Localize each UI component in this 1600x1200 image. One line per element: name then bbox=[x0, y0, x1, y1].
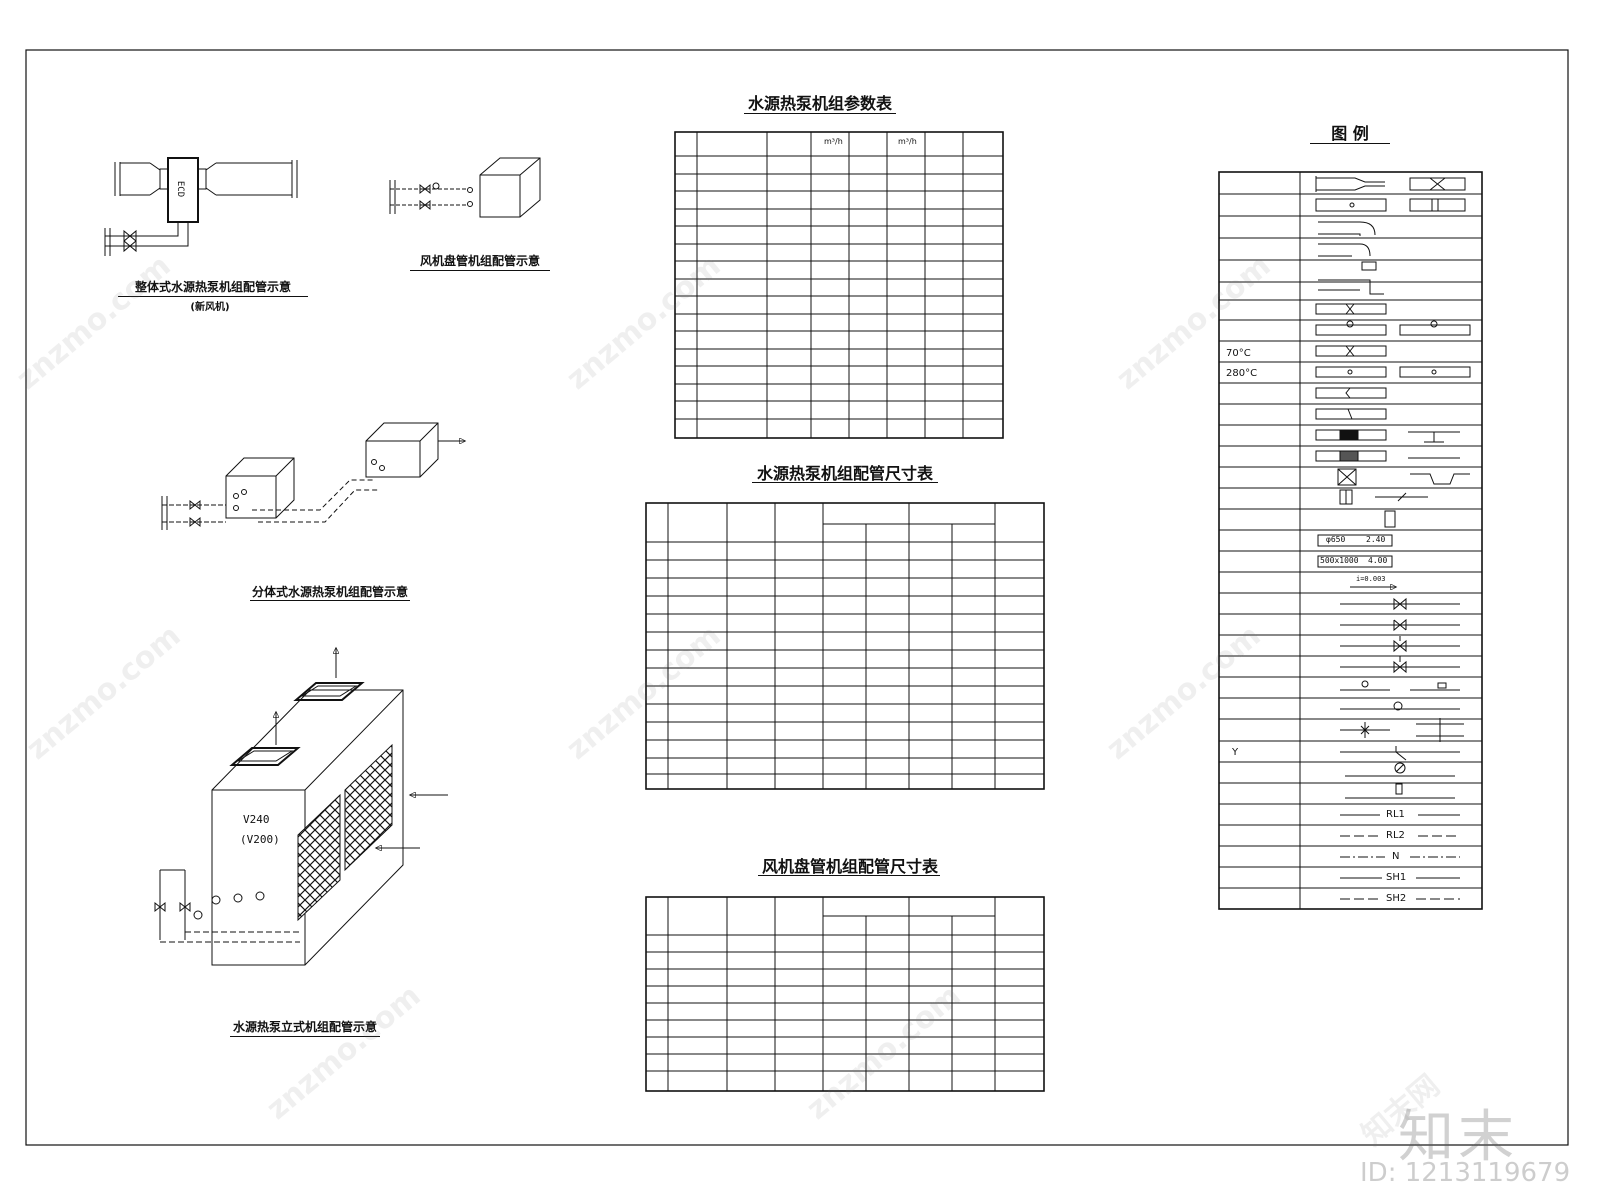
legend-symbols bbox=[1315, 176, 1471, 900]
param-table-flow-unit-2: m³/h bbox=[898, 137, 917, 146]
image-id: ID: 1213119679 bbox=[1360, 1158, 1571, 1188]
split-unit-title: 分体式水源热泵机组配管示意 bbox=[251, 585, 408, 599]
legend-duct-round: φ650 bbox=[1326, 535, 1346, 544]
legend-line-n: N bbox=[1392, 851, 1400, 862]
legend-table bbox=[1218, 171, 1483, 910]
vertical-unit-model-alt: (V200) bbox=[240, 833, 280, 846]
split-unit-diagram bbox=[161, 422, 465, 530]
legend-y-filter: Y bbox=[1232, 747, 1239, 758]
legend-line-rl2: RL2 bbox=[1386, 830, 1405, 841]
integrated-unit-subtitle: (新风机) bbox=[190, 302, 230, 313]
legend-duct-round-elev: 2.40 bbox=[1366, 535, 1386, 544]
legend-title: 图 例 bbox=[1331, 124, 1369, 143]
pipe-size-table-title: 水源热泵机组配管尺寸表 bbox=[756, 464, 933, 483]
vertical-unit-diagram bbox=[154, 648, 448, 966]
legend-line-sh1: SH1 bbox=[1386, 872, 1407, 883]
legend-title-underline bbox=[1310, 143, 1390, 144]
sheet-border bbox=[25, 49, 1569, 1146]
fcu-pipe-table-title: 风机盘管机组配管尺寸表 bbox=[761, 857, 938, 876]
vertical-unit-title-underline bbox=[230, 1036, 380, 1037]
pipe-size-table bbox=[645, 502, 1045, 790]
legend-temp-70: 70°C bbox=[1226, 348, 1251, 359]
integrated-unit-diagram bbox=[104, 157, 298, 256]
vertical-unit-model: V240 bbox=[243, 813, 270, 826]
legend-duct-rect-elev: 4.00 bbox=[1368, 556, 1388, 565]
integrated-unit-title-underline bbox=[118, 296, 308, 297]
vertical-unit-title: 水源热泵立式机组配管示意 bbox=[232, 1020, 377, 1034]
brand-logo: 知末 bbox=[1398, 1105, 1518, 1170]
param-table-title-underline bbox=[744, 113, 896, 114]
param-table-title: 水源热泵机组参数表 bbox=[747, 94, 892, 113]
param-table-flow-unit-1: m³/h bbox=[824, 137, 843, 146]
pipe-size-table-title-underline bbox=[752, 482, 938, 483]
integrated-unit-title: 整体式水源热泵机组配管示意 bbox=[134, 280, 291, 294]
legend-line-sh2: SH2 bbox=[1386, 893, 1407, 904]
legend-line-rl1: RL1 bbox=[1386, 809, 1405, 820]
legend-slope: i=0.003 bbox=[1356, 575, 1386, 583]
fan-coil-title: 风机盘管机组配管示意 bbox=[419, 254, 540, 268]
legend-temp-280: 280°C bbox=[1226, 368, 1258, 379]
fan-coil-title-underline bbox=[410, 270, 550, 271]
split-unit-title-underline bbox=[250, 600, 410, 601]
fan-coil-diagram bbox=[389, 157, 541, 218]
fcu-pipe-table bbox=[645, 896, 1045, 1092]
integrated-unit-tag: ECD bbox=[175, 180, 186, 198]
param-table bbox=[674, 131, 1004, 439]
legend-duct-rect: 500x1000 bbox=[1320, 556, 1359, 565]
fcu-pipe-table-title-underline bbox=[758, 875, 940, 876]
